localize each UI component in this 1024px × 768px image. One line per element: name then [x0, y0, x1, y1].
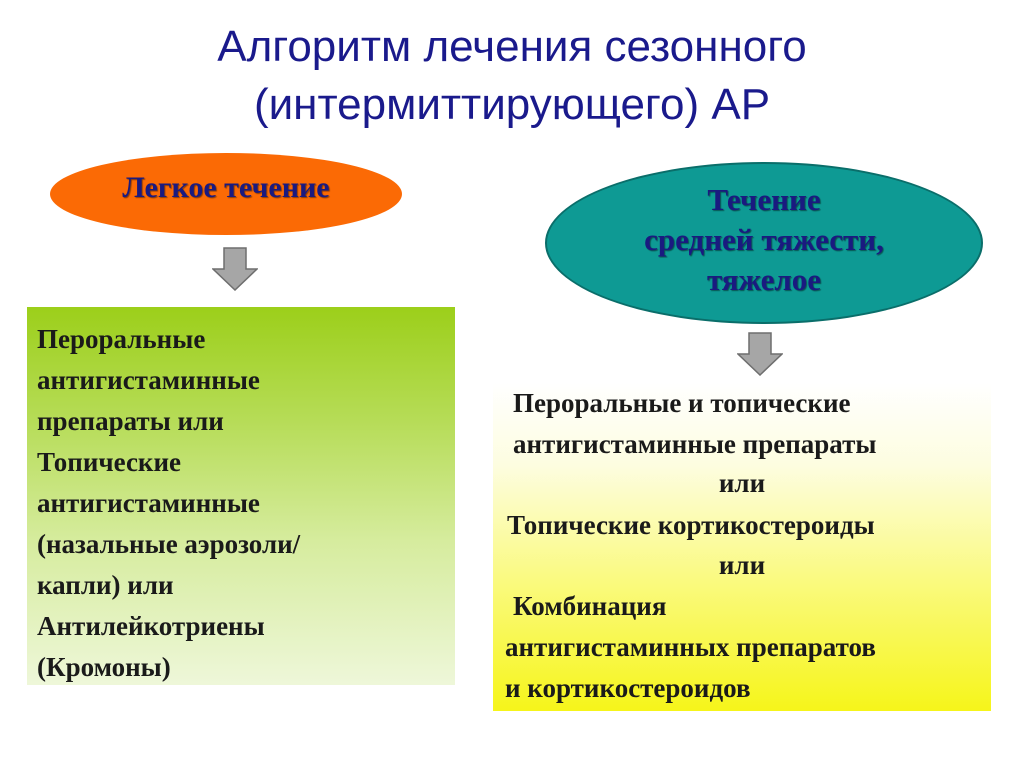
severe-treatment-line: или	[718, 550, 766, 580]
severe-treatment-line: или	[718, 468, 766, 498]
severe-treatment-line: антигистаминные препараты	[513, 429, 877, 459]
mild-treatment-box: Пероральные антигистаминные препараты ил…	[27, 307, 455, 685]
mild-course-label: Легкое течение	[122, 171, 330, 204]
severe-course-oval: Течение средней тяжести, тяжелое	[545, 162, 983, 324]
arrow-down-icon	[737, 332, 783, 376]
severe-treatment-line: Комбинация	[513, 591, 667, 621]
mild-treatment-line: антигистаминные	[37, 488, 260, 518]
mild-treatment-line: антигистаминные	[37, 365, 260, 395]
severe-treatment-line: и кортикостероидов	[505, 673, 751, 703]
severe-treatment-line: Топические кортикостероиды	[507, 510, 875, 540]
mild-treatment-line: препараты или	[37, 406, 224, 436]
mild-treatment-line: капли) или	[37, 570, 174, 600]
mild-treatment-line: Антилейкотриены	[37, 611, 265, 641]
title-line-2: (интермиттирующего) АР	[253, 80, 771, 129]
severe-label-line-3: тяжелое	[706, 262, 822, 297]
severe-label-line-2: средней тяжести,	[644, 222, 884, 257]
mild-treatment-line: (Кромоны)	[37, 652, 171, 682]
severe-label-line-1: Течение	[707, 182, 821, 217]
severe-treatment-line: Пероральные и топические	[513, 388, 851, 418]
severe-treatment-line: антигистаминных препаратов	[505, 632, 876, 662]
mild-course-oval: Легкое течение	[50, 153, 402, 235]
title-line-1: Алгоритм лечения сезонного	[217, 22, 807, 71]
mild-treatment-line: Топические	[37, 447, 182, 477]
arrow-down-icon	[212, 247, 258, 291]
mild-treatment-line: (назальные аэрозоли/	[37, 529, 301, 559]
slide-title: Алгоритм лечения сезонного (интермиттиру…	[0, 18, 1024, 134]
severe-treatment-box: Пероральные и топические антигистаминные…	[493, 383, 991, 711]
mild-treatment-line: Пероральные	[37, 324, 206, 354]
